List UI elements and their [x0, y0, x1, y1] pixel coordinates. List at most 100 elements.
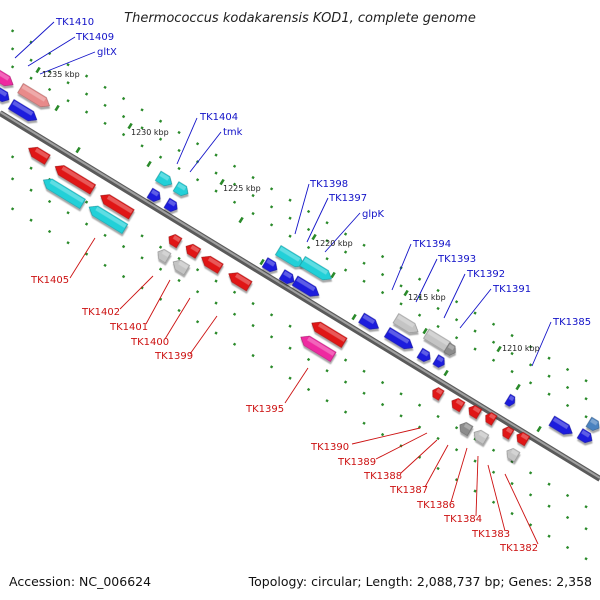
gene-label-tk1405[interactable]: TK1405	[30, 275, 69, 286]
gene-reverse-12[interactable]	[298, 332, 337, 363]
gene-reverse-13[interactable]	[430, 386, 445, 401]
tick-dot	[565, 515, 570, 520]
gene-label-tk1392[interactable]: TK1392	[466, 269, 505, 280]
tick-dot	[362, 369, 366, 373]
tick-dot	[103, 233, 107, 238]
tick-dot	[269, 335, 274, 339]
gene-label-tk1391[interactable]: TK1391	[492, 284, 531, 295]
leader-line-bottom	[450, 447, 468, 503]
gene-forward-2[interactable]	[0, 87, 12, 105]
gene-reverse-18[interactable]	[471, 428, 490, 445]
gene-forward-21[interactable]	[548, 415, 575, 438]
tick-dot	[510, 333, 514, 338]
gene-reverse-1[interactable]	[52, 162, 97, 195]
gene-reverse-16[interactable]	[483, 411, 498, 426]
gene-forward-20[interactable]	[504, 393, 518, 408]
tick-dot	[103, 263, 107, 268]
gene-label-tk1401[interactable]: TK1401	[109, 322, 148, 333]
gene-label-tk1395[interactable]: TK1395	[245, 404, 284, 415]
gene-forward-22[interactable]	[576, 428, 595, 446]
gene-forward-13[interactable]	[392, 313, 421, 337]
gene-forward-16[interactable]	[358, 312, 382, 333]
gene-forward-1[interactable]	[17, 83, 53, 110]
gene-reverse-11[interactable]	[309, 318, 348, 349]
tick-dot	[584, 527, 588, 531]
gene-reverse-15[interactable]	[466, 403, 483, 420]
gene-reverse-21[interactable]	[504, 446, 521, 463]
gene-label-tk1393[interactable]: TK1393	[437, 254, 476, 265]
gene-label-glpk[interactable]: glpK	[362, 209, 384, 220]
gene-forward-12[interactable]	[291, 275, 322, 300]
gene-forward-5[interactable]	[172, 181, 191, 199]
tick-dot	[251, 301, 255, 306]
gene-reverse-2[interactable]	[41, 175, 86, 210]
gene-label-tk1399[interactable]: TK1399	[154, 351, 193, 362]
gene-forward-7[interactable]	[163, 197, 180, 214]
gene-label-tk1385[interactable]: TK1385	[552, 317, 591, 328]
gene-label-tk1410[interactable]: TK1410	[55, 17, 94, 28]
gene-label-tk1382[interactable]: TK1382	[499, 543, 538, 554]
gene-forward-3[interactable]	[7, 99, 39, 124]
gene-reverse-3[interactable]	[98, 191, 135, 220]
gene-label-tk1398[interactable]: TK1398	[309, 179, 348, 190]
gene-forward-19[interactable]	[432, 354, 447, 370]
leader-line-top	[306, 197, 329, 243]
major-tick	[146, 160, 152, 168]
gene-forward-8[interactable]	[274, 245, 306, 270]
gene-forward-15[interactable]	[443, 342, 458, 358]
gene-forward-4[interactable]	[154, 170, 174, 189]
gene-label-tk1409[interactable]: TK1409	[75, 32, 114, 43]
leader-line-bottom	[69, 237, 96, 279]
tick-dot	[528, 345, 533, 349]
gene-label-tk1404[interactable]: TK1404	[199, 112, 238, 123]
gene-reverse-8[interactable]	[226, 269, 253, 292]
gene-label-tk1389[interactable]: TK1389	[337, 457, 376, 468]
gene-label-tk1400[interactable]: TK1400	[130, 337, 169, 348]
gene-reverse-5[interactable]	[166, 232, 183, 249]
tick-dot	[29, 218, 33, 222]
gene-forward-10[interactable]	[261, 257, 280, 275]
scale-label-1225: 1225 kbp	[223, 184, 261, 193]
gene-reverse-9[interactable]	[155, 247, 172, 264]
tick-dot	[473, 347, 477, 351]
tick-dot	[158, 267, 163, 271]
accession-text: Accession: NC_006624	[9, 574, 151, 589]
gene-forward-11[interactable]	[278, 269, 297, 287]
gene-forward-23[interactable]	[585, 416, 600, 433]
tick-dot	[343, 358, 348, 362]
gene-forward-0[interactable]	[0, 66, 16, 90]
gene-reverse-14[interactable]	[449, 396, 466, 413]
gene-reverse-19[interactable]	[500, 425, 515, 440]
tick-dot	[47, 199, 52, 204]
gene-reverse-4[interactable]	[86, 202, 129, 235]
gene-label-tk1397[interactable]: TK1397	[328, 193, 367, 204]
tick-dot	[547, 392, 551, 396]
gene-reverse-10[interactable]	[170, 257, 191, 276]
gene-label-gltx[interactable]: gltX	[97, 47, 117, 58]
gene-reverse-0[interactable]	[26, 144, 51, 165]
gene-forward-6[interactable]	[146, 187, 163, 204]
gene-label-tk1383[interactable]: TK1383	[471, 529, 510, 540]
tick-dot	[288, 234, 292, 238]
gene-forward-17[interactable]	[383, 327, 415, 352]
gene-reverse-7[interactable]	[199, 253, 224, 274]
gene-label-tk1386[interactable]: TK1386	[416, 500, 455, 511]
gene-label-tk1394[interactable]: TK1394	[412, 239, 451, 250]
leader-line-bottom	[504, 473, 539, 545]
gene-label-tmk[interactable]: tmk	[223, 127, 243, 138]
gene-label-tk1402[interactable]: TK1402	[81, 307, 120, 318]
gene-reverse-20[interactable]	[514, 430, 531, 447]
tick-dot	[158, 137, 163, 141]
gene-label-tk1390[interactable]: TK1390	[310, 442, 349, 453]
gene-label-tk1388[interactable]: TK1388	[363, 471, 402, 482]
leader-line-top	[459, 288, 492, 329]
gene-forward-9[interactable]	[299, 256, 335, 283]
genome-backbone	[0, 110, 600, 482]
gene-reverse-17[interactable]	[457, 420, 474, 437]
gene-reverse-6[interactable]	[183, 242, 202, 259]
gene-label-tk1387[interactable]: TK1387	[389, 485, 428, 496]
gene-label-tk1384[interactable]: TK1384	[443, 514, 482, 525]
gene-forward-18[interactable]	[416, 347, 433, 364]
tick-dot	[158, 155, 163, 159]
leader-line-top	[14, 21, 55, 59]
